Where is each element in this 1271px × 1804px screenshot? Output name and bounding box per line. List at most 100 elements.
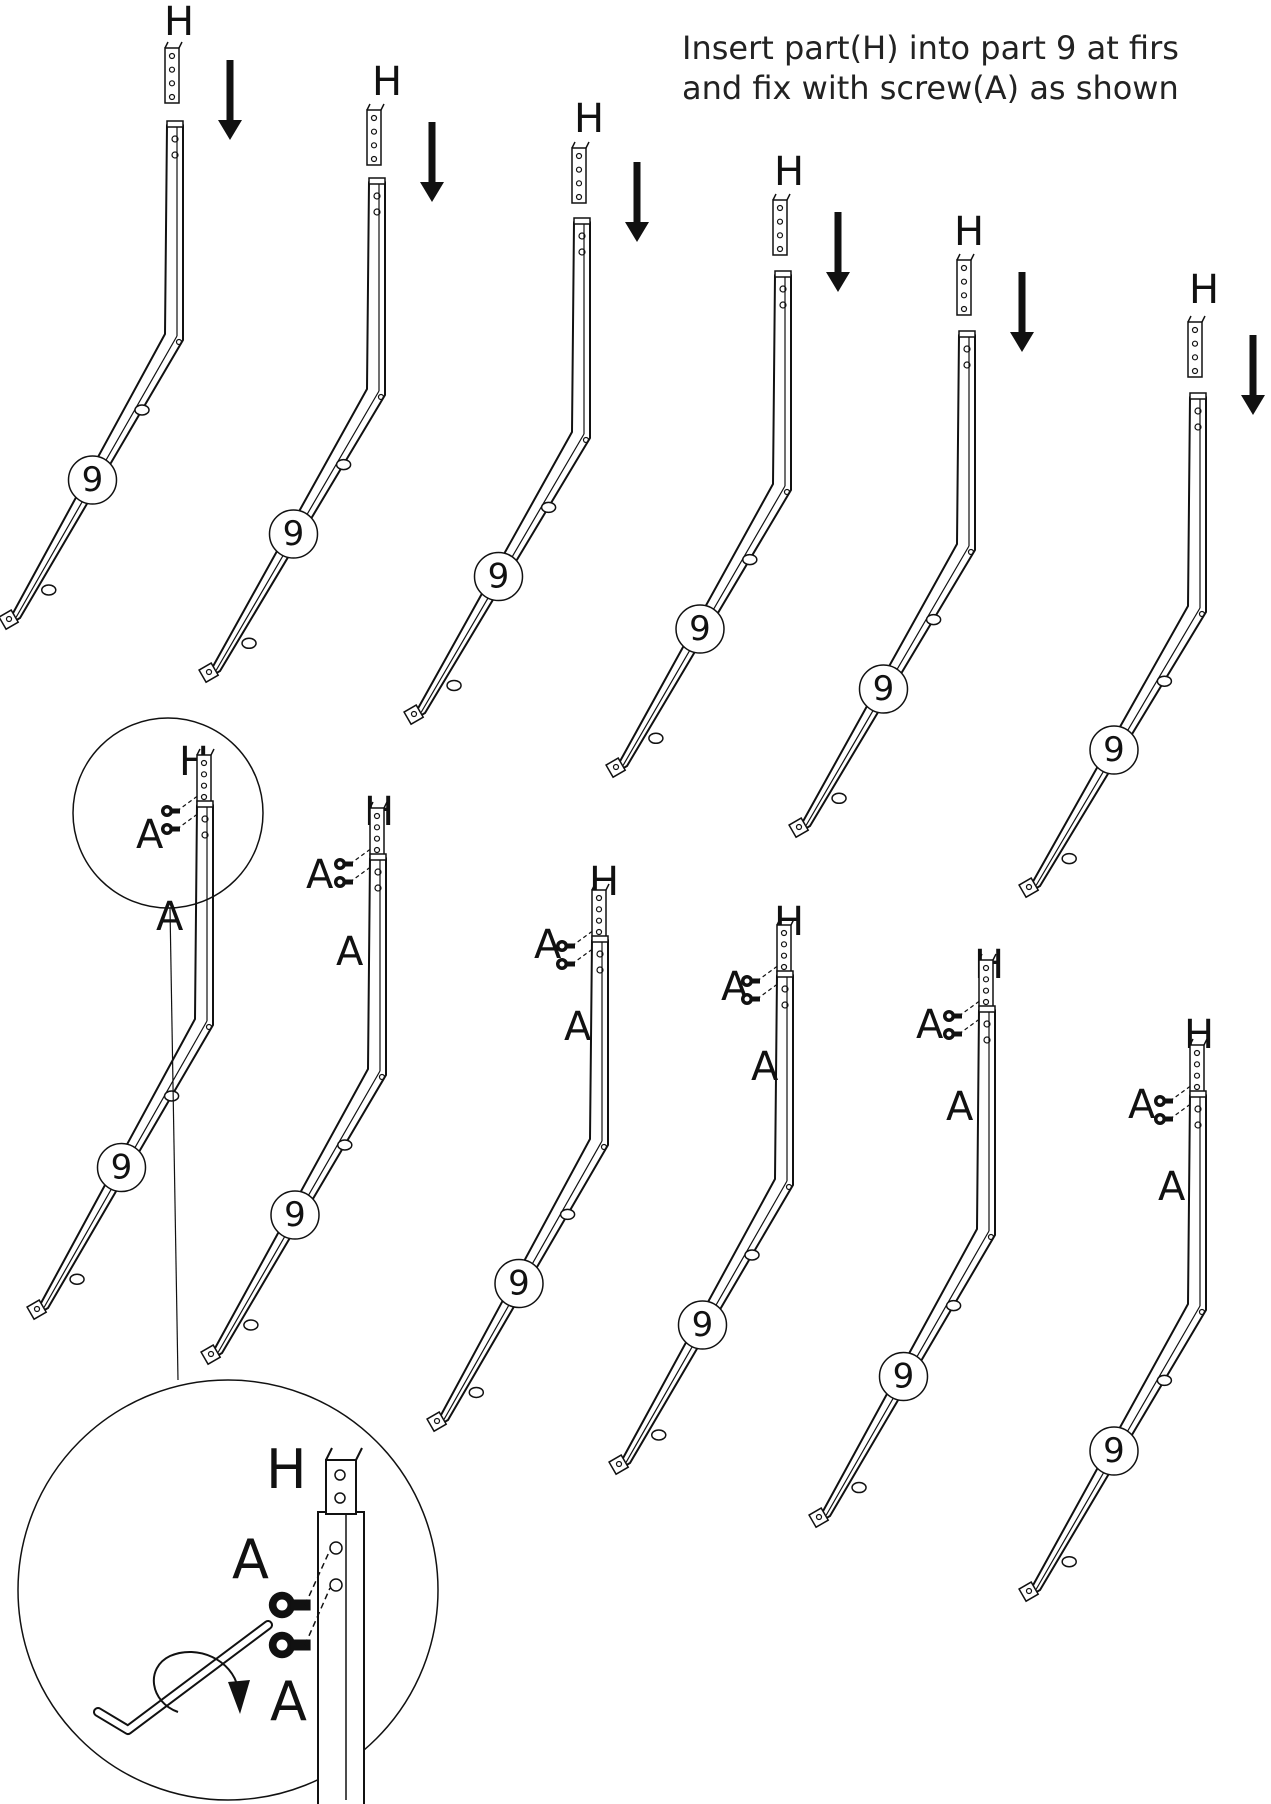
hole [205,1023,213,1031]
screw-icon [741,993,760,1005]
screw-label: A [270,1670,307,1733]
hole [1025,883,1033,891]
hole [960,305,968,313]
bracket-body [956,259,972,316]
arrow-shaft [834,212,842,274]
screw-guide [349,847,373,865]
screw-icon [943,1028,962,1040]
instruction-text: Insert part(H) into part 9 at firs and f… [682,28,1271,118]
screw-thread [344,861,353,867]
bracket-part-h [1187,315,1206,378]
screw-thread [344,879,353,885]
screw-icon [1154,1113,1173,1125]
allen-key-icon [93,1620,273,1735]
arrow-shaft [1018,272,1026,334]
leg-outline [33,804,214,1317]
leg-cap [591,935,609,943]
screw-icon [556,940,575,952]
bracket-edge [605,883,610,891]
glide [241,637,257,650]
down-arrow-icon [625,162,649,242]
hole [374,884,382,892]
hole [575,152,583,160]
glide [41,584,57,596]
part-number-label: 9 [1103,1431,1125,1471]
hole [780,952,788,959]
hole [433,1417,441,1425]
bracket-body [776,924,792,974]
glide [335,458,352,471]
screw-thread [566,943,575,949]
screw-thread [171,826,180,832]
rotate-arc [152,1651,239,1713]
hole [963,345,971,353]
bracket-edge [992,953,997,961]
leg-foot [605,757,627,779]
screw-icon [161,805,180,817]
hole [334,1492,346,1504]
hole [781,985,789,993]
bracket-edge [325,1447,333,1461]
leg-foot [808,1507,830,1529]
part-number-badge [858,664,909,714]
bracket-label: H [266,1438,307,1501]
bracket-body [164,47,180,104]
screw-icon [943,1010,962,1022]
part-number-badge [268,509,319,559]
hole [1191,354,1199,361]
hole [575,166,583,173]
glide [925,613,942,626]
screw-icon [268,1591,311,1619]
bracket-edge [591,883,596,891]
leg-part-9: 9 [1018,392,1207,899]
bracket-edge [970,253,975,261]
screw-guide [304,1549,331,1606]
glide [1061,852,1077,865]
leg-outline [5,124,184,627]
hole [600,1143,608,1151]
down-arrow-icon [1010,272,1034,352]
arrow-shaft [1249,335,1257,397]
bracket-body [591,889,607,939]
hole [983,1020,991,1028]
bracket-edge [210,748,215,756]
screw-icon [334,858,353,870]
screw-label: A [136,812,164,858]
screw-label: A [916,1002,944,1048]
bracket-part-h [591,883,610,939]
part-number-badge [878,1351,929,1402]
hole [815,1513,823,1521]
part-number-badge [1089,725,1139,775]
insert-step: H9 [1018,267,1265,899]
part-number-badge [473,551,524,602]
down-arrow-icon [420,122,444,202]
bracket-edge [1187,315,1192,323]
glide [648,732,664,745]
hole [329,1541,343,1555]
bracket-edge [383,801,388,809]
part-number-label: 9 [692,1305,714,1345]
screw-label: A [336,929,364,975]
part-number-label: 9 [488,557,510,597]
bracket-label: H [774,149,804,195]
hole [783,488,791,496]
screw-label: A [1158,1164,1186,1210]
hole [960,292,968,299]
glide [1156,1374,1173,1387]
hole [615,1460,623,1468]
down-arrow-icon [826,212,850,292]
hole [795,823,803,831]
bracket-part-h [776,918,795,974]
hole [578,232,586,240]
screw-socket [559,961,565,967]
leg-foot [198,662,220,684]
hole [171,135,179,143]
part-number-label: 9 [1103,730,1125,770]
hole [200,793,208,801]
hole [781,1001,789,1009]
screw-socket [559,943,565,949]
screw-guide [176,812,200,830]
leg-part-9: 9 [608,970,794,1476]
leg-part-9: 9 [426,935,609,1433]
